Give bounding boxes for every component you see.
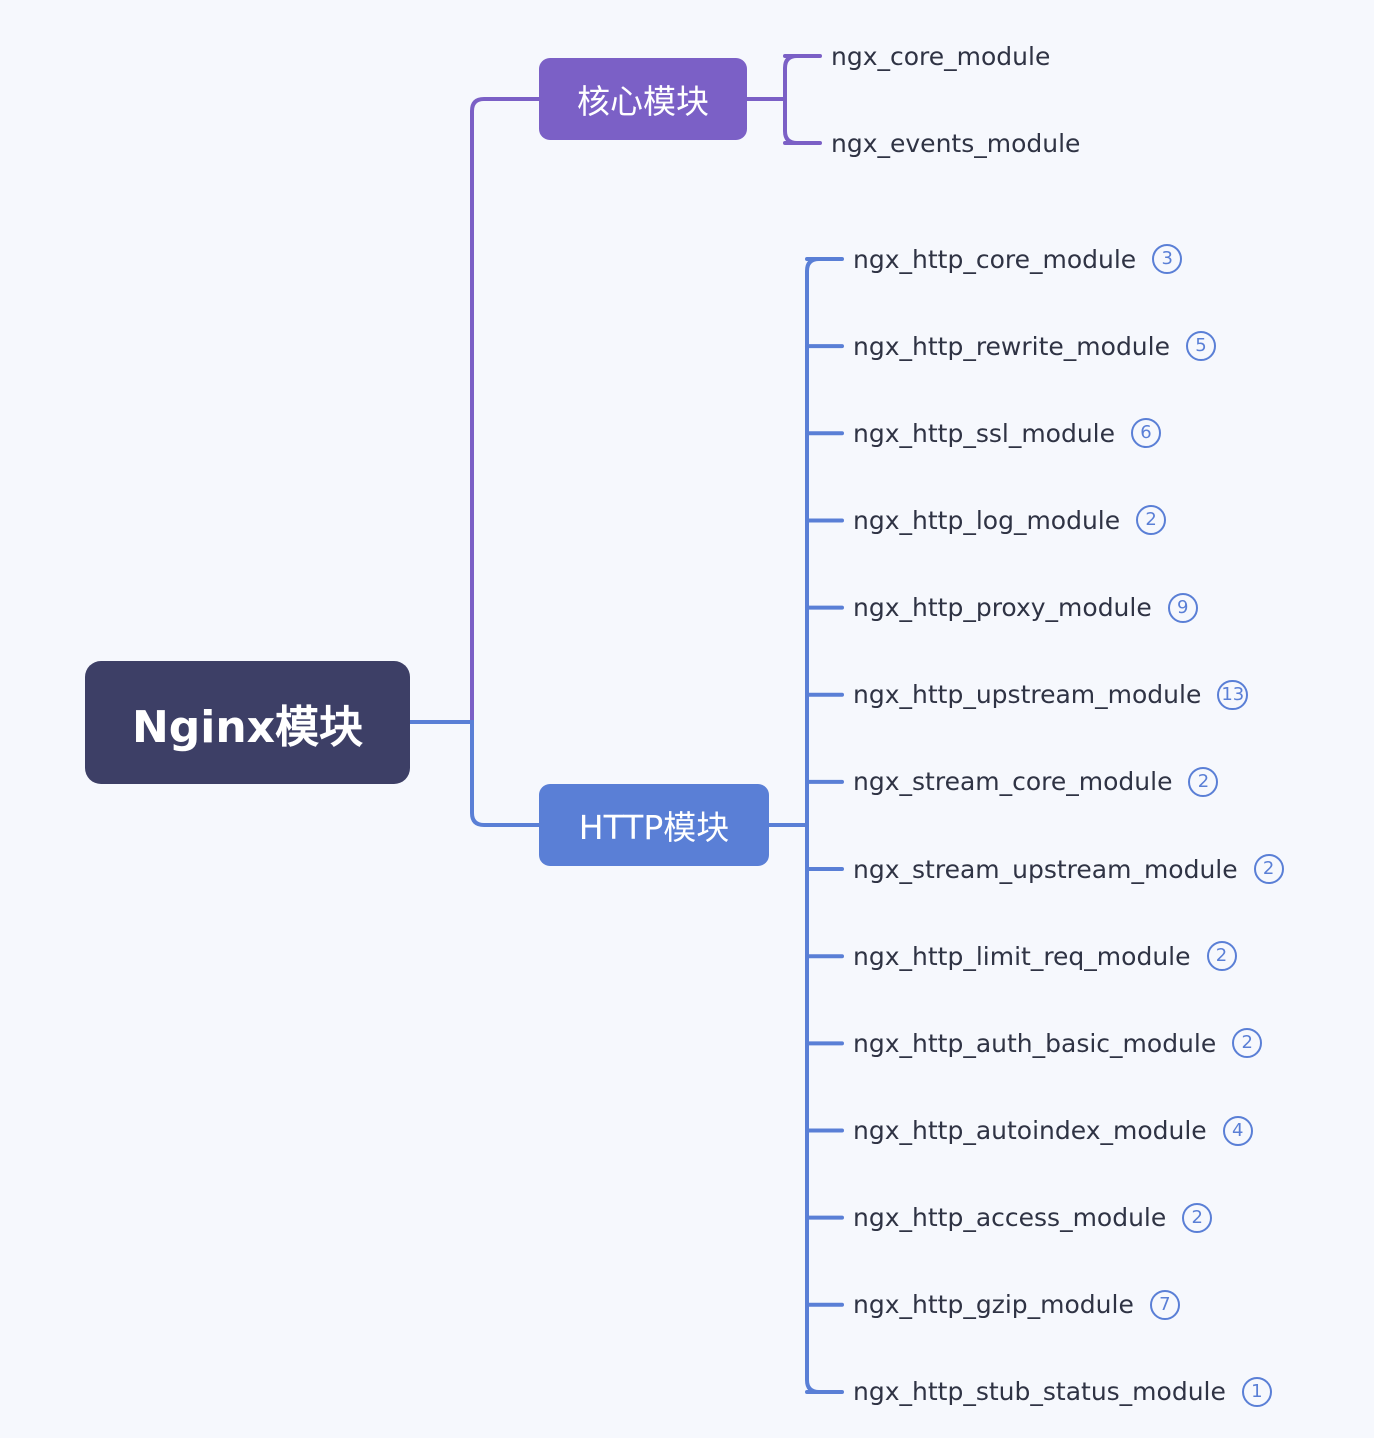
directive-count-badge: 9 [1167, 592, 1198, 623]
branch-core[interactable]: 核心模块 [539, 58, 747, 140]
branch-http-label: HTTP模块 [578, 808, 730, 847]
module-item[interactable]: ngx_http_gzip_module 7 [853, 1285, 1180, 1325]
module-item[interactable]: ngx_http_access_module 2 [853, 1198, 1213, 1238]
connector-root-core [408, 97, 541, 724]
module-label: ngx_http_rewrite_module [853, 331, 1170, 361]
directive-count-badge: 2 [1188, 766, 1219, 797]
directive-count-badge: 4 [1222, 1115, 1253, 1146]
module-item[interactable]: ngx_http_auth_basic_module 2 [853, 1023, 1263, 1063]
branch-core-label: 核心模块 [577, 82, 709, 121]
directive-count-badge: 7 [1149, 1289, 1180, 1320]
directive-count-badge: 13 [1217, 679, 1249, 710]
module-label: ngx_http_upstream_module [853, 680, 1202, 710]
module-item[interactable]: ngx_stream_core_module 2 [853, 762, 1219, 802]
root-node[interactable]: Nginx模块 [85, 661, 410, 784]
module-item[interactable]: ngx_http_rewrite_module 5 [853, 326, 1216, 366]
directive-count-badge: 2 [1136, 505, 1167, 536]
module-label: ngx_http_gzip_module [853, 1290, 1134, 1320]
module-item[interactable]: ngx_events_module [831, 123, 1080, 163]
directive-count-badge: 2 [1253, 854, 1284, 885]
connector-http-bar [805, 257, 821, 1394]
module-item[interactable]: ngx_http_ssl_module 6 [853, 413, 1162, 453]
connector-root-http [408, 720, 541, 827]
module-item[interactable]: ngx_http_log_module 2 [853, 500, 1167, 540]
module-label: ngx_http_limit_req_module [853, 941, 1191, 971]
module-item[interactable]: ngx_http_stub_status_module 1 [853, 1372, 1272, 1412]
directive-count-badge: 2 [1232, 1028, 1263, 1059]
directive-count-badge: 3 [1152, 244, 1183, 274]
directive-count-badge: 5 [1185, 331, 1216, 362]
module-item[interactable]: ngx_http_autoindex_module 4 [853, 1111, 1253, 1151]
module-item[interactable]: ngx_http_core_module 3 [853, 239, 1183, 279]
directive-count-badge: 1 [1241, 1376, 1272, 1407]
module-label: ngx_stream_core_module [853, 767, 1173, 797]
module-label: ngx_http_core_module [853, 244, 1137, 274]
module-item[interactable]: ngx_http_limit_req_module 2 [853, 936, 1237, 976]
module-label: ngx_http_proxy_module [853, 593, 1152, 623]
module-item[interactable]: ngx_stream_upstream_module 2 [853, 849, 1284, 889]
module-label: ngx_core_module [831, 41, 1051, 71]
root-label: Nginx模块 [131, 701, 364, 753]
module-label: ngx_stream_upstream_module [853, 854, 1238, 884]
branch-http[interactable]: HTTP模块 [539, 784, 769, 866]
module-label: ngx_http_access_module [853, 1203, 1167, 1233]
module-label: ngx_http_autoindex_module [853, 1116, 1207, 1145]
directive-count-badge: 2 [1182, 1202, 1213, 1233]
connector-core-bar [783, 54, 799, 145]
module-label: ngx_http_ssl_module [853, 418, 1116, 448]
directive-count-badge: 6 [1131, 418, 1162, 449]
module-label: ngx_http_auth_basic_module [853, 1028, 1217, 1058]
module-item[interactable]: ngx_http_proxy_module 9 [853, 588, 1198, 628]
module-item[interactable]: ngx_core_module [831, 36, 1050, 76]
module-item[interactable]: ngx_http_upstream_module 13 [853, 675, 1249, 715]
directive-count-badge: 2 [1206, 941, 1237, 972]
module-label: ngx_http_stub_status_module [853, 1377, 1226, 1407]
module-label: ngx_http_log_module [853, 505, 1121, 535]
module-label: ngx_events_module [831, 128, 1081, 158]
